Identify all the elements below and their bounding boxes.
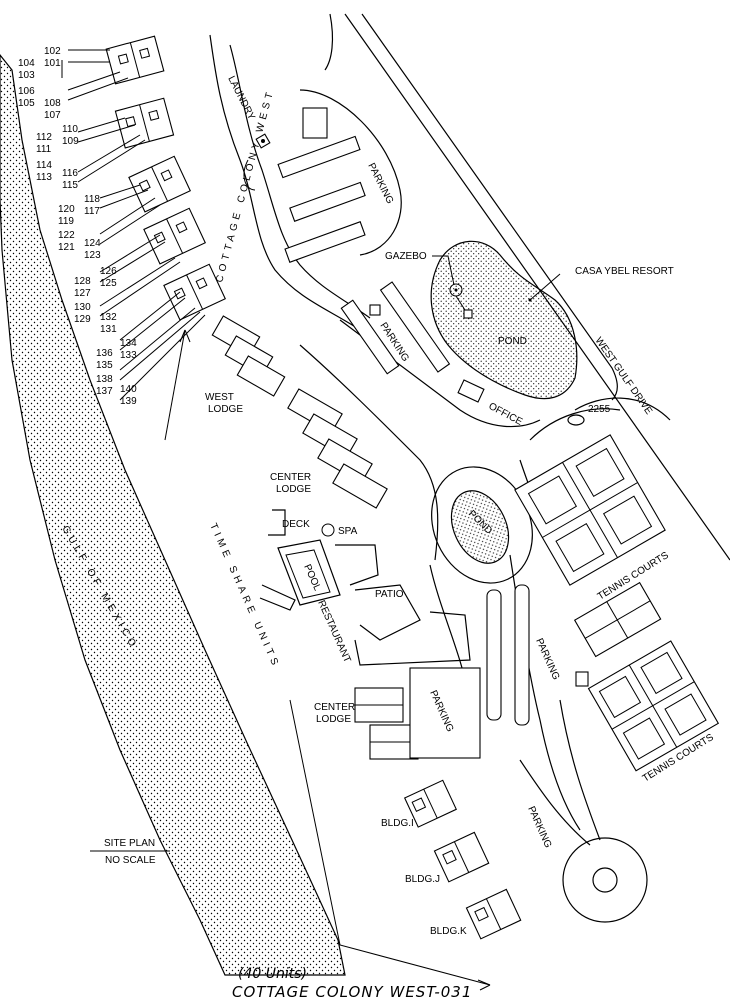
unit-116: 116 xyxy=(62,168,78,179)
unit-122: 122 xyxy=(58,230,75,241)
parking-islands-south xyxy=(486,584,530,726)
unit-107: 107 xyxy=(44,110,61,121)
unit-130: 130 xyxy=(74,302,91,313)
unit-112: 112 xyxy=(36,132,52,143)
center-lodge-south xyxy=(354,667,481,760)
unit-number-labels: 102 101 104 103 106 105 108 107 110 109 … xyxy=(18,46,137,407)
unit-108: 108 xyxy=(44,98,61,109)
cottage-units xyxy=(105,35,226,321)
bldg-k xyxy=(465,888,522,940)
bldg-k-label: BLDG.K xyxy=(430,926,467,937)
street-number-label: 2255 xyxy=(588,404,611,415)
site-plan-legend: SITE PLAN NO SCALE xyxy=(90,838,170,866)
gazebo xyxy=(449,283,473,319)
time-share-label: TIME SHARE UNITS xyxy=(207,522,281,671)
unit-138: 138 xyxy=(96,374,113,385)
pool-complex xyxy=(259,509,471,666)
unit-104: 104 xyxy=(18,58,35,69)
unit-113: 113 xyxy=(36,172,52,183)
bldg-i-label: BLDG.I xyxy=(381,818,414,829)
bldg-j-label: BLDG.J xyxy=(405,874,440,885)
cul-de-sac xyxy=(562,837,648,923)
unit-132: 132 xyxy=(100,312,117,323)
unit-134: 134 xyxy=(120,338,137,349)
tennis-courts-north xyxy=(514,434,666,586)
unit-106: 106 xyxy=(18,86,35,97)
bldg-i xyxy=(403,779,458,828)
tennis-courts-south xyxy=(587,640,720,772)
center-lodge-buildings xyxy=(287,388,388,509)
unit-110: 110 xyxy=(62,124,78,135)
bldg-j xyxy=(433,831,490,883)
unit-125: 125 xyxy=(100,278,117,289)
pool-label: POOL xyxy=(301,563,323,593)
resort-label: CASA YBEL RESORT xyxy=(575,266,674,277)
unit-119: 119 xyxy=(58,216,74,227)
pond-area xyxy=(430,240,578,400)
unit-126: 126 xyxy=(100,266,117,277)
unit-115: 115 xyxy=(62,180,78,191)
laundry-building xyxy=(243,133,271,191)
unit-105: 105 xyxy=(18,98,35,109)
unit-111: 111 xyxy=(36,144,52,155)
no-scale-label: NO SCALE xyxy=(105,855,156,866)
center-lodge-south-label-2: LODGE xyxy=(316,714,351,725)
unit-109: 109 xyxy=(62,136,79,147)
parking-label-east: PARKING xyxy=(533,637,561,682)
gulf-shore xyxy=(0,54,346,976)
unit-129: 129 xyxy=(74,314,91,325)
entrance-island xyxy=(567,414,585,426)
gazebo-leader xyxy=(432,255,455,286)
unit-102: 102 xyxy=(44,46,61,57)
gazebo-label: GAZEBO xyxy=(385,251,427,262)
parking-label-north: PARKING xyxy=(365,161,395,206)
unit-137: 137 xyxy=(96,386,113,397)
unit-121: 121 xyxy=(58,242,75,253)
office-building xyxy=(457,379,485,403)
restaurant-label: RESTAURANT xyxy=(315,599,352,665)
center-lodge-label-1: CENTER xyxy=(270,472,311,483)
site-plan-label: SITE PLAN xyxy=(104,838,155,849)
patio-label: PATIO xyxy=(375,589,404,600)
unit-131: 131 xyxy=(100,324,117,335)
deck-label: DECK xyxy=(282,519,310,530)
unit-124: 124 xyxy=(84,238,101,249)
unit-127: 127 xyxy=(74,288,91,299)
resort-leader xyxy=(529,273,561,301)
west-lodge-buildings xyxy=(211,315,286,397)
unit-leader-lines xyxy=(61,49,206,401)
spa-label: SPA xyxy=(338,526,358,537)
unit-133: 133 xyxy=(120,350,137,361)
unit-114: 114 xyxy=(36,160,52,171)
unit-140: 140 xyxy=(120,384,137,395)
west-gulf-drive xyxy=(324,13,730,561)
parking-stalls-north xyxy=(277,107,366,263)
unit-128: 128 xyxy=(74,276,91,287)
unit-103: 103 xyxy=(18,70,35,81)
west-lodge-label-2: LODGE xyxy=(208,404,243,415)
unit-136: 136 xyxy=(96,348,113,359)
center-lodge-south-label-1: CENTER xyxy=(314,702,355,713)
laundry-label: LAUNDRY xyxy=(225,74,257,122)
pond-label: POND xyxy=(498,336,527,347)
unit-118: 118 xyxy=(84,194,100,205)
parking-label-south: PARKING xyxy=(525,805,553,850)
unit-135: 135 xyxy=(96,360,113,371)
parking-diagonal xyxy=(340,281,451,375)
west-lodge-label-1: WEST xyxy=(205,392,234,403)
unit-101: 101 xyxy=(44,58,61,69)
footer-title: COTTAGE COLONY WEST-031 xyxy=(232,983,472,1000)
unit-123: 123 xyxy=(84,250,101,261)
footer-units: (40 Units) xyxy=(238,966,307,982)
tennis-courts-middle xyxy=(573,581,662,687)
center-lodge-label-2: LODGE xyxy=(276,484,311,495)
small-pond-area xyxy=(450,490,510,564)
unit-117: 117 xyxy=(84,206,100,217)
unit-120: 120 xyxy=(58,204,75,215)
time-share-arrow xyxy=(164,329,491,991)
unit-139: 139 xyxy=(120,396,137,407)
